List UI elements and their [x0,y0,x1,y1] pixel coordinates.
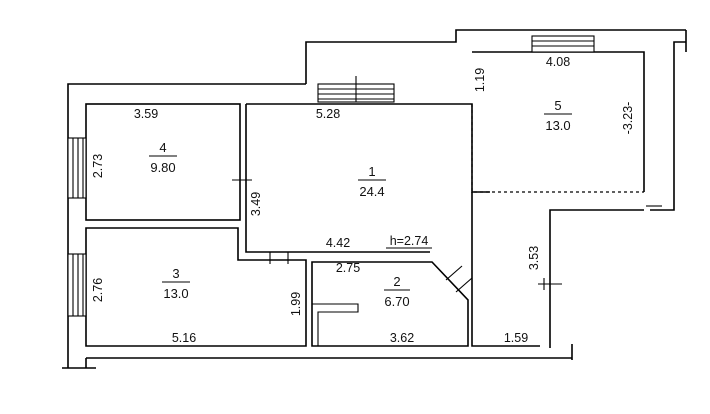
dim-1-19: 1.19 [473,68,487,92]
dim-3-23: -3.23- [621,102,635,135]
room-4-number: 4 [159,140,166,155]
dim-2-73: 2.73 [91,154,105,178]
room-label-3: 3 13.0 [162,266,190,301]
room-label-1: 1 24.4 [358,164,386,199]
door-marks [232,76,662,293]
dim-1-59: 1.59 [504,331,528,345]
ceiling-height: h=2.74 [390,234,429,248]
windows [67,35,595,317]
dim-3-59: 3.59 [134,107,158,121]
dim-3-62: 3.62 [390,331,414,345]
room-1-area: 24.4 [359,184,384,199]
dim-5-16: 5.16 [172,331,196,345]
dim-4-42: 4.42 [326,236,350,250]
room-2-outline [311,261,469,347]
room-4-area: 9.80 [150,160,175,175]
room-label-4: 4 9.80 [149,140,177,175]
room-2-area: 6.70 [384,294,409,309]
dim-3-53: 3.53 [527,246,541,270]
dimension-labels: 3.59 5.28 4.08 4.42 h=2.74 2.75 5.16 3.6… [91,55,635,345]
window-top-room-5 [531,35,595,53]
room-2-number: 2 [393,274,400,289]
room-label-5: 5 13.0 [544,98,572,133]
dim-2-75: 2.75 [336,261,360,275]
window-left-room-3 [67,253,87,317]
dim-3-49: 3.49 [249,192,263,216]
room-labels: 1 24.4 2 6.70 3 13.0 4 9.80 5 13.0 [149,98,572,309]
room-1-number: 1 [368,164,375,179]
dim-2-76: 2.76 [91,278,105,302]
room-3-number: 3 [172,266,179,281]
room-label-2: 2 6.70 [384,274,410,309]
room-3-area: 13.0 [163,286,188,301]
dim-5-28: 5.28 [316,107,340,121]
window-left-room-4 [67,137,87,199]
dim-4-08: 4.08 [546,55,570,69]
outer-walls [62,29,687,369]
room-5-outline [471,51,645,193]
room-5-number: 5 [554,98,561,113]
dim-1-99: 1.99 [289,292,303,316]
room-5-area: 13.0 [545,118,570,133]
room-3-outline [85,227,307,347]
